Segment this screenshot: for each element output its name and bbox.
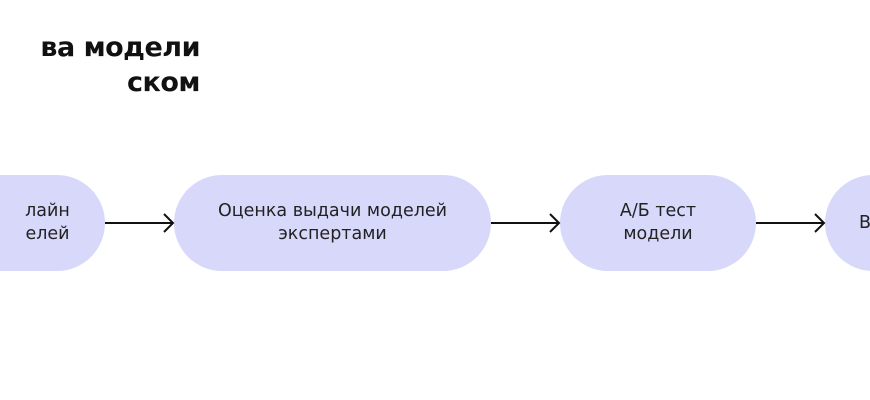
arrow-1: [105, 213, 175, 233]
flow-node-text: Оценка выдачи моделей экспертами: [218, 200, 447, 246]
flow-node-label-line-1: А/Б тест: [619, 201, 697, 221]
flow-node-offline-models: лайн елей: [0, 175, 105, 271]
flow-node-label-line-1: Оценка выдачи моделей: [217, 201, 448, 221]
flow-node-label-line-2: елей: [25, 224, 70, 244]
diagram-title-line-2: ском: [127, 67, 200, 98]
flow-node-text: В: [859, 212, 870, 235]
flow-node-ab-test: А/Б тест модели: [560, 175, 756, 271]
flow-node-label-line-2: модели: [623, 224, 693, 244]
arrow-3: [756, 213, 826, 233]
flow-node-text: лайн елей: [25, 200, 70, 246]
flow-node-label-line-1: лайн: [25, 201, 70, 221]
flow-node-label-line-1: В: [858, 212, 870, 233]
diagram-title: ва модели ском: [0, 30, 200, 100]
diagram-title-line-1: ва модели: [40, 32, 200, 63]
flow-node-text: А/Б тест модели: [620, 200, 696, 246]
flow-node-expert-evaluation: Оценка выдачи моделей экспертами: [174, 175, 491, 271]
flow-node-label-line-2: экспертами: [278, 224, 387, 244]
arrow-2: [491, 213, 561, 233]
